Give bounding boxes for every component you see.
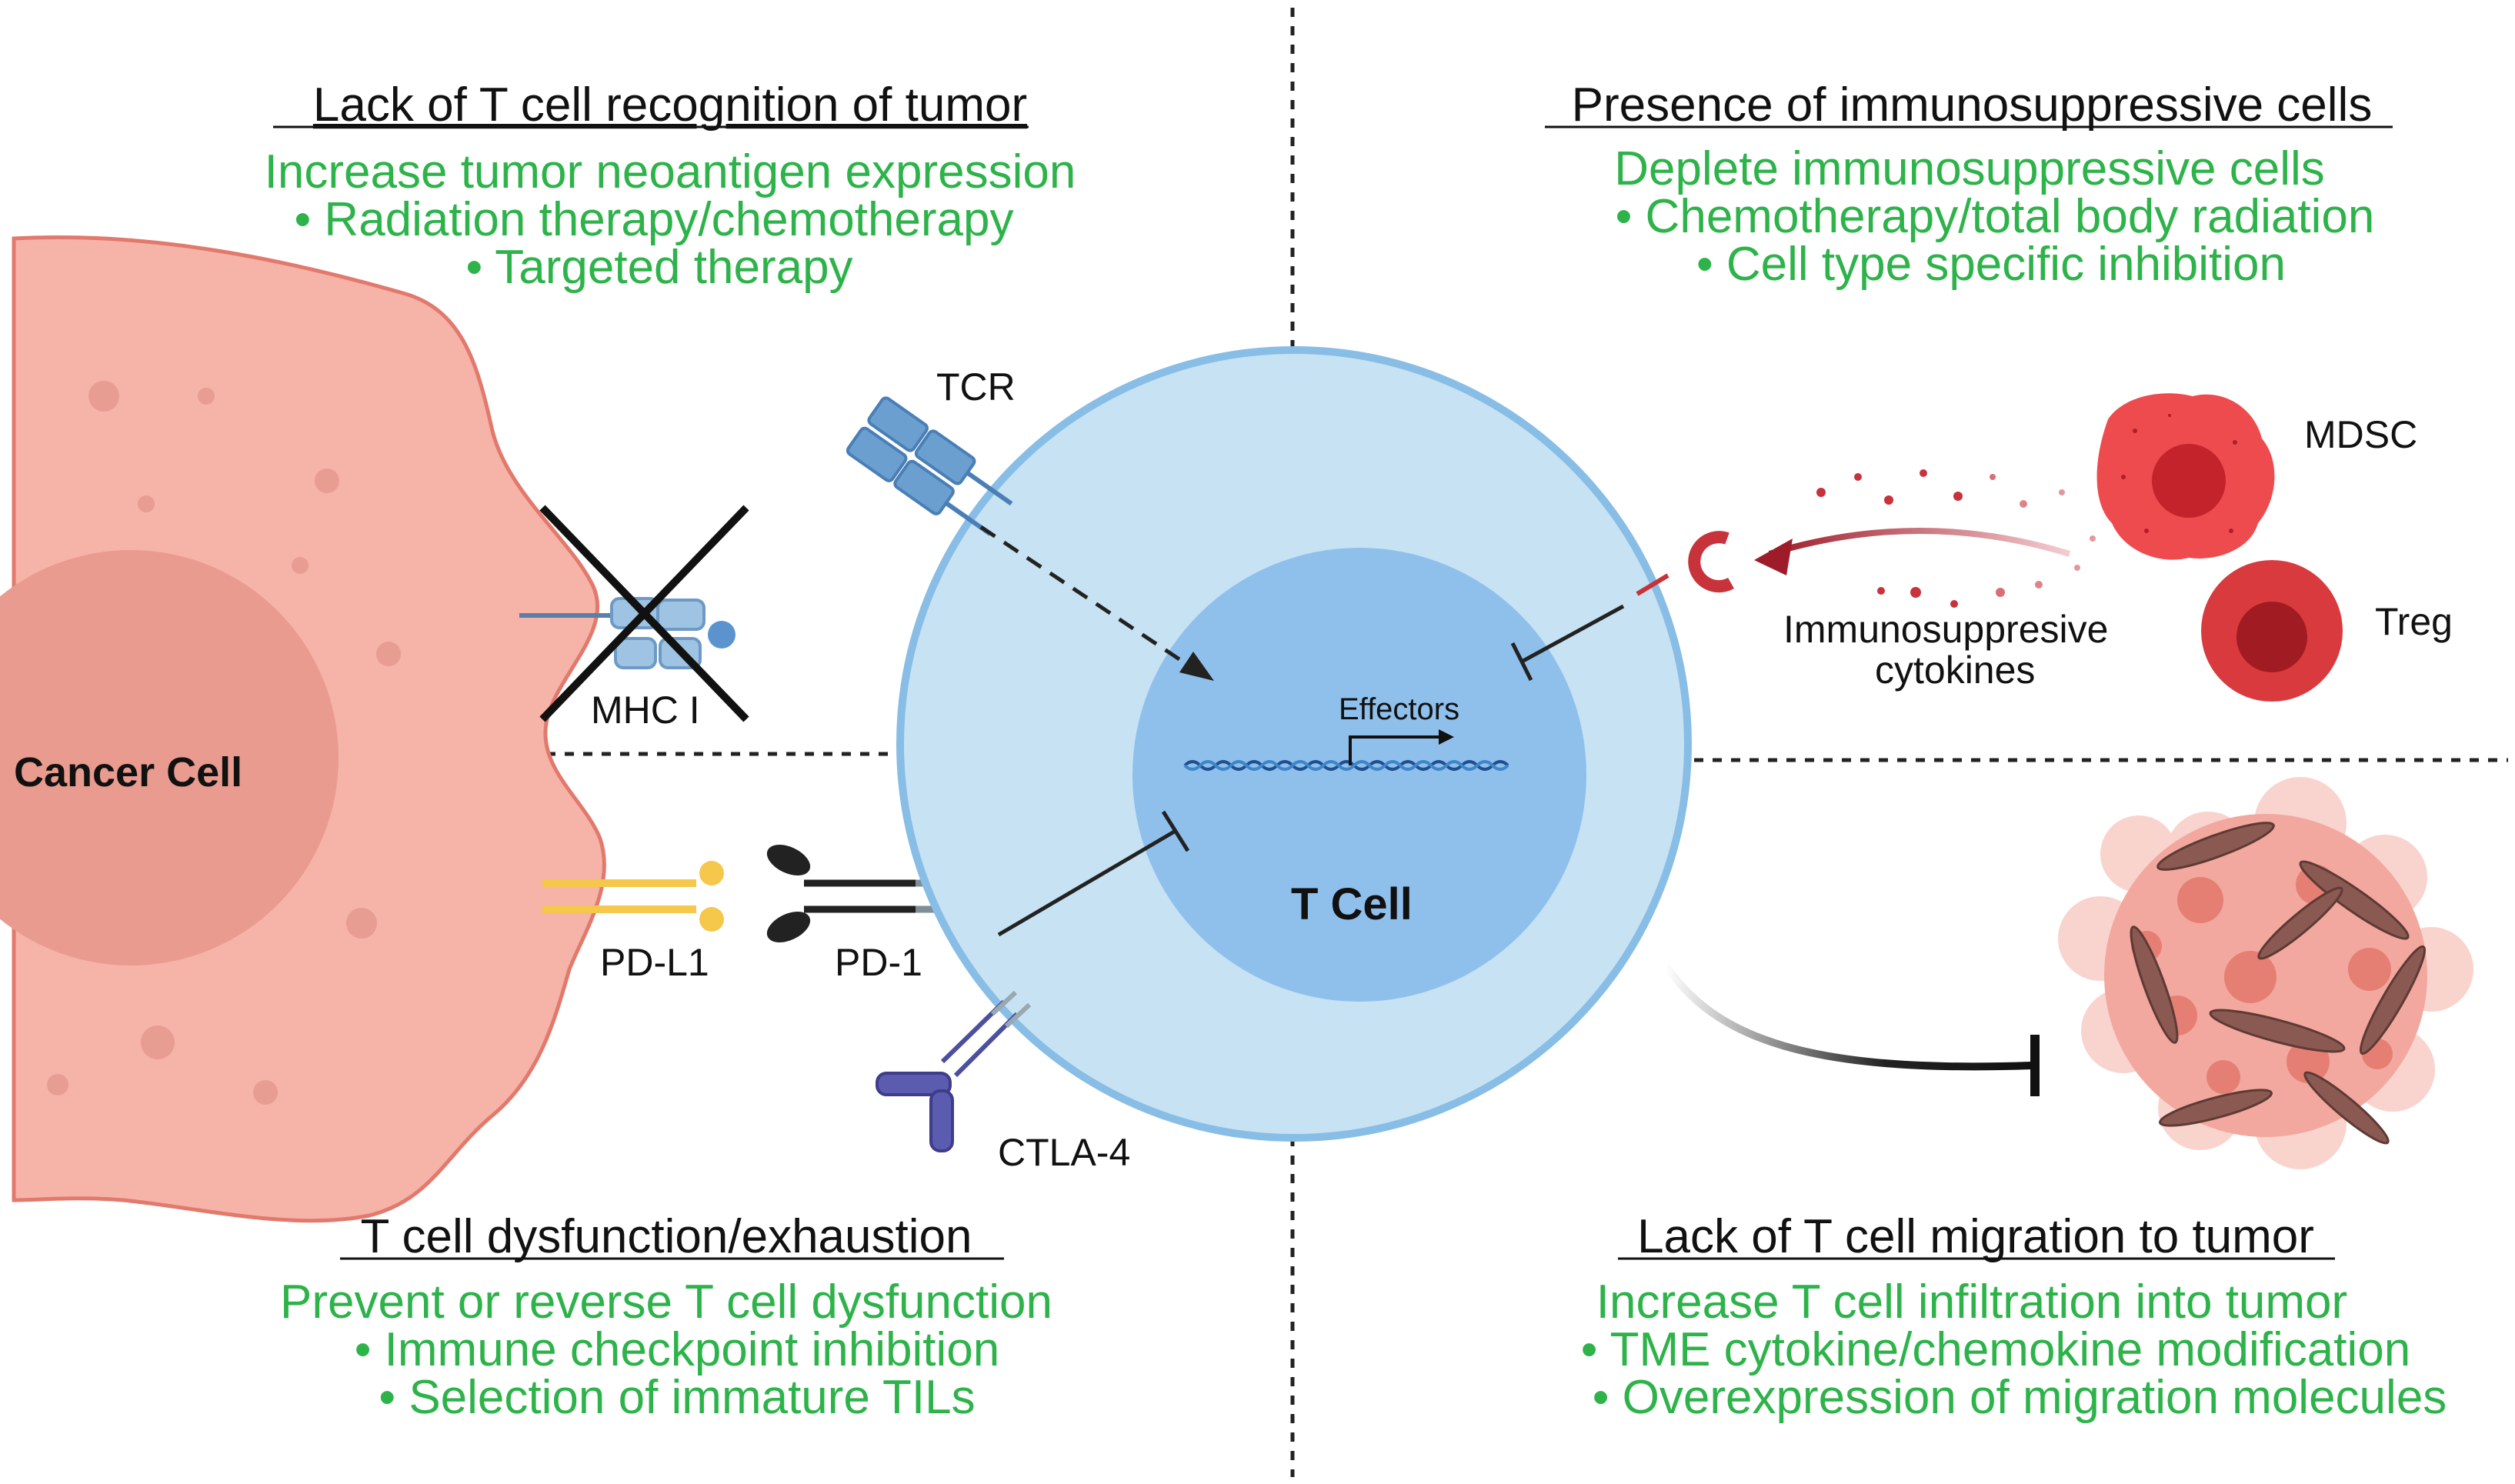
cross-out-mark bbox=[539, 505, 749, 722]
quadrant-title-bottom-right: Lack of T cell migration to tumor bbox=[1637, 1210, 2314, 1263]
strategy-bottom-left-1: Prevent or reverse T cell dysfunction bbox=[280, 1276, 1052, 1329]
cytokine-dots bbox=[1816, 469, 2096, 608]
cytokine-flow-arrow bbox=[1754, 528, 2071, 575]
transcription-arrow bbox=[1349, 729, 1454, 765]
quadrant-bottom-right-text: Lack of T cell migration to tumor Increa… bbox=[1581, 1210, 2447, 1424]
strategy-top-right-1: Deplete immunosuppressive cells bbox=[1614, 142, 2325, 195]
strategy-bottom-right-2: • TME cytokine/chemokine modification bbox=[1581, 1323, 2410, 1376]
cancer-cell: Cancer Cell bbox=[0, 235, 606, 1223]
pd-1-receptor: PD-1 bbox=[766, 845, 958, 984]
cytokine-receptor bbox=[1636, 531, 1734, 596]
tcr-receptor: TCR bbox=[846, 365, 1016, 536]
pd-1-label: PD-1 bbox=[835, 941, 922, 984]
cancer-cell-label: Cancer Cell bbox=[14, 749, 242, 795]
cytokines-label-line2: cytokines bbox=[1875, 649, 2035, 692]
strategy-bottom-left-3: • Selection of immature TILs bbox=[379, 1371, 975, 1424]
cytokine-inhibition bbox=[1510, 604, 1625, 682]
mdsc-cell: MDSC bbox=[2096, 393, 2417, 560]
ctla-4-label: CTLA-4 bbox=[998, 1131, 1130, 1174]
t-cell-nucleus bbox=[1132, 548, 1586, 1002]
migration-inhibition bbox=[1662, 963, 2040, 1096]
tcr-label: TCR bbox=[936, 365, 1016, 409]
mhc-i-label: MHC I bbox=[591, 689, 700, 732]
cytokines-label-line1: Immunosuppresive bbox=[1783, 608, 2108, 651]
strategy-bottom-left-2: • Immune checkpoint inhibition bbox=[355, 1323, 999, 1376]
quadrant-title-top-right: Presence of immunosuppressive cells bbox=[1572, 78, 2373, 132]
t-cell: Effectors T Cell bbox=[896, 346, 1692, 1142]
mdsc-label: MDSC bbox=[2304, 413, 2417, 456]
treg-cell: Treg bbox=[2201, 560, 2453, 702]
strategy-top-left-2: • Radiation therapy/chemotherapy bbox=[294, 193, 1013, 246]
dna-helix bbox=[1183, 760, 1509, 771]
pd1-inhibition bbox=[997, 810, 1190, 937]
quadrant-title-top-left: Lack of T cell recognition of tumor bbox=[313, 78, 1027, 132]
pd-l1-label: PD-L1 bbox=[600, 941, 709, 984]
quadrant-top-right-text: Presence of immunosuppressive cells Depl… bbox=[1545, 78, 2393, 291]
t-cell-label: T Cell bbox=[1291, 879, 1413, 929]
cancer-cell-nucleus bbox=[0, 550, 339, 965]
strategy-bottom-right-1: Increase T cell infiltration into tumor bbox=[1596, 1276, 2347, 1329]
cancer-cell-vesicles bbox=[47, 381, 401, 1105]
strategy-top-left-3: • Targeted therapy bbox=[465, 241, 852, 294]
tumor-mass bbox=[2058, 777, 2473, 1169]
quadrant-title-bottom-left: T cell dysfunction/exhaustion bbox=[361, 1210, 972, 1263]
mhc-i-complex: MHC I bbox=[519, 505, 749, 732]
strategy-top-right-2: • Chemotherapy/total body radiation bbox=[1616, 190, 2375, 243]
strategy-top-left-1: Increase tumor neoantigen expression bbox=[265, 145, 1076, 198]
pd-l1-receptor: PD-L1 bbox=[542, 861, 724, 984]
quadrant-top-left-text: Lack of T cell recognition of tumor Incr… bbox=[265, 78, 1076, 294]
strategy-bottom-right-3: • Overexpression of migration molecules bbox=[1593, 1371, 2447, 1424]
quadrant-bottom-left-text: T cell dysfunction/exhaustion Prevent or… bbox=[280, 1210, 1052, 1424]
effectors-label: Effectors bbox=[1339, 692, 1459, 726]
strategy-top-right-3: • Cell type specific inhibition bbox=[1696, 238, 2286, 291]
tcr-signal-arrow bbox=[979, 525, 1214, 681]
treg-label: Treg bbox=[2375, 600, 2453, 643]
ctla-4-receptor: CTLA-4 bbox=[876, 990, 1130, 1174]
